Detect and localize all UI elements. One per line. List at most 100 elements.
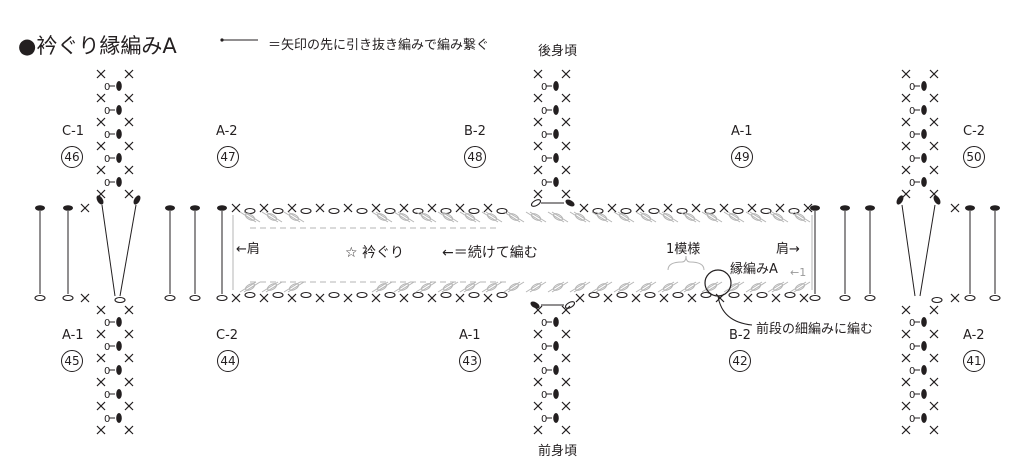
single-crochet-mark — [96, 69, 106, 79]
single-crochet-mark — [399, 203, 409, 213]
chain-mark — [328, 207, 340, 215]
chain-mark — [300, 291, 312, 299]
slip-stitch-mark — [133, 195, 141, 205]
chain-mark — [788, 207, 800, 215]
single-crochet-mark — [124, 189, 134, 199]
single-crochet-mark — [124, 353, 134, 363]
chain-mark — [496, 207, 508, 215]
chain-mark — [684, 213, 696, 221]
slip-stitch-mark — [190, 205, 200, 211]
single-crochet-mark — [427, 293, 437, 303]
single-crochet-mark — [124, 69, 134, 79]
chain-mark — [794, 283, 806, 291]
chain-mark — [189, 294, 201, 302]
single-crochet-mark — [124, 377, 134, 387]
chain-mark — [468, 207, 480, 215]
chain-mark — [672, 291, 684, 299]
chain-zero-mark: 0 — [104, 318, 110, 329]
single-crochet-mark — [96, 401, 106, 411]
single-crochet-mark — [929, 141, 939, 151]
chain-mark — [750, 213, 762, 221]
single-crochet-mark — [561, 93, 571, 103]
chain-mark — [486, 213, 498, 221]
single-crochet-mark — [96, 165, 106, 175]
slip-stitch-mark — [865, 205, 875, 211]
chain-mark — [464, 213, 476, 221]
section-number: 50 — [963, 146, 985, 168]
chain-mark — [244, 291, 256, 299]
slip-stitch-mark — [553, 365, 559, 375]
slip-stitch-mark — [921, 317, 927, 327]
single-crochet-mark — [775, 203, 785, 213]
single-crochet-mark — [561, 305, 571, 315]
single-crochet-mark — [533, 401, 543, 411]
chain-zero-mark: 0 — [541, 82, 547, 93]
chain-zero-mark: 0 — [909, 82, 915, 93]
single-crochet-mark — [799, 293, 809, 303]
single-crochet-mark — [455, 203, 465, 213]
chain-mark — [648, 207, 660, 215]
single-crochet-mark — [575, 293, 585, 303]
shoulder-left-label: ←肩 — [236, 242, 260, 257]
chain-zero-mark: 0 — [909, 414, 915, 425]
chain-mark — [384, 291, 396, 299]
chain-mark — [376, 283, 388, 291]
connector-line — [101, 204, 116, 297]
single-crochet-mark — [427, 203, 437, 213]
chain-mark — [618, 283, 630, 291]
single-crochet-mark — [533, 329, 543, 339]
single-crochet-mark — [343, 203, 353, 213]
diagram-title: ●衿ぐり縁編みA — [18, 34, 177, 58]
section-number: 41 — [963, 350, 985, 372]
chain-mark — [398, 213, 410, 221]
section-code: C-2 — [963, 124, 986, 139]
neckline-label: ☆ 衿ぐり — [345, 245, 405, 261]
slip-stitch-mark — [116, 105, 122, 115]
chain-zero-mark: 0 — [104, 154, 110, 165]
section-number: 42 — [729, 350, 751, 372]
chain-zero-mark: 0 — [104, 342, 110, 353]
single-crochet-mark — [483, 293, 493, 303]
chain-mark — [784, 291, 796, 299]
chain-mark — [574, 213, 586, 221]
chain-mark — [588, 291, 600, 299]
single-crochet-mark — [533, 425, 543, 435]
chain-mark — [809, 294, 821, 302]
connector-line — [901, 204, 916, 297]
single-crochet-mark — [901, 69, 911, 79]
single-crochet-mark — [950, 293, 960, 303]
single-crochet-mark — [533, 353, 543, 363]
single-crochet-mark — [901, 141, 911, 151]
slip-stitch-mark — [921, 81, 927, 91]
chain-zero-mark: 0 — [909, 154, 915, 165]
slip-stitch-mark — [553, 81, 559, 91]
section-code: A-1 — [62, 328, 84, 343]
chain-mark — [620, 207, 632, 215]
chain-mark — [552, 213, 564, 221]
chain-zero-mark: 0 — [104, 82, 110, 93]
chain-zero-mark: 0 — [104, 414, 110, 425]
chain-mark — [244, 207, 256, 215]
slip-stitch-mark — [116, 341, 122, 351]
single-crochet-mark — [663, 203, 673, 213]
single-crochet-mark — [743, 293, 753, 303]
chain-zero-mark: 0 — [909, 366, 915, 377]
section-code: C-1 — [62, 124, 85, 139]
single-crochet-mark — [371, 293, 381, 303]
single-crochet-mark — [124, 141, 134, 151]
chain-mark — [398, 283, 410, 291]
slip-stitch-mark — [896, 195, 904, 205]
chain-zero-mark: 0 — [541, 130, 547, 141]
single-crochet-mark — [901, 189, 911, 199]
single-crochet-mark — [259, 203, 269, 213]
chain-mark — [989, 294, 1001, 302]
single-crochet-mark — [603, 293, 613, 303]
chain-zero-mark: 0 — [541, 366, 547, 377]
single-crochet-mark — [901, 117, 911, 127]
single-crochet-mark — [929, 425, 939, 435]
single-crochet-mark — [687, 293, 697, 303]
single-crochet-mark — [315, 293, 325, 303]
slip-stitch-mark — [553, 317, 559, 327]
single-crochet-mark — [533, 141, 543, 151]
single-crochet-mark — [124, 425, 134, 435]
